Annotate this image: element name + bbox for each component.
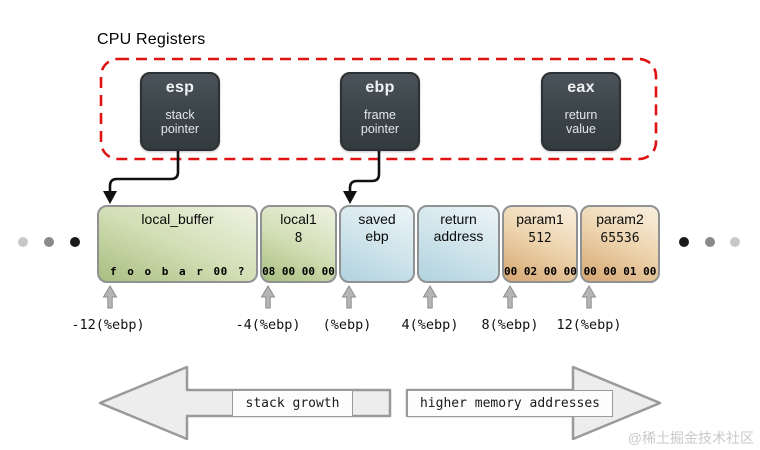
ellipsis-dot: [44, 237, 54, 247]
cell-bytes: 00 02 00 00: [504, 265, 577, 278]
stack-growth-text: stack growth: [245, 396, 340, 411]
stack-cell-param1: param1 512 00 02 00 00: [502, 205, 578, 283]
watermark: @稀土掘金技术社区: [627, 430, 754, 446]
up-arrow-icon: [581, 285, 597, 309]
stack-cell-saved-ebp: saved ebp: [339, 205, 415, 283]
cell-bytes: f o o b a r 00 ?: [110, 265, 245, 278]
ebp-connector-line: [348, 151, 381, 192]
stack-cell-local-buffer: local_buffer f o o b a r 00 ?: [97, 205, 258, 283]
cell-label: param2: [596, 211, 644, 227]
register-name: ebp: [365, 79, 395, 96]
up-arrow-icon: [102, 285, 118, 309]
up-arrow-icon: [502, 285, 518, 309]
register-esp: esp stack pointer: [140, 72, 220, 151]
ellipsis-dot: [679, 237, 689, 247]
cell-value: 8: [294, 230, 303, 246]
higher-memory-label: higher memory addresses: [407, 390, 613, 417]
cell-value: 65536: [600, 230, 640, 246]
up-arrow-icon: [341, 285, 357, 309]
up-arrow-icon: [422, 285, 438, 309]
cell-bytes: 08 00 00 00: [262, 265, 335, 278]
higher-memory-text: higher memory addresses: [419, 396, 600, 411]
page-title: CPU Registers: [97, 31, 206, 48]
offset-label-ebp: (%ebp): [322, 317, 372, 333]
esp-connector-line: [108, 151, 180, 192]
esp-down-arrow-icon: [103, 191, 117, 204]
cell-value: 512: [528, 230, 552, 246]
ellipsis-dot: [70, 237, 80, 247]
cell-label: local1: [280, 211, 317, 227]
offset-label-plus4: 4(%ebp): [401, 317, 459, 333]
ellipsis-dot: [18, 237, 28, 247]
stack-cell-local1: local1 8 08 00 00 00: [260, 205, 337, 283]
register-name: esp: [165, 79, 195, 96]
offset-label-minus4: -4(%ebp): [235, 317, 301, 333]
cell-pointer-up-arrows: [102, 285, 597, 309]
stack-cell-param2: param2 65536 00 00 01 00: [580, 205, 660, 283]
offset-label-plus12: 12(%ebp): [556, 317, 622, 333]
offset-label-plus8: 8(%ebp): [481, 317, 539, 333]
offset-label-minus12: -12(%ebp): [71, 317, 145, 333]
ellipsis-dot: [730, 237, 740, 247]
ebp-down-arrow-icon: [343, 191, 357, 204]
register-eax: eax return value: [541, 72, 621, 151]
cell-label: param1: [516, 211, 564, 227]
cell-label: saved ebp: [358, 211, 396, 244]
stack-growth-label: stack growth: [232, 390, 353, 417]
cell-label: local_buffer: [141, 211, 214, 227]
register-role: frame pointer: [360, 108, 400, 137]
register-role: stack pointer: [160, 108, 200, 137]
register-role: return value: [564, 108, 598, 137]
cell-label: return address: [433, 211, 484, 244]
register-ebp: ebp frame pointer: [340, 72, 420, 151]
stack-cell-return-address: return address: [417, 205, 500, 283]
up-arrow-icon: [260, 285, 276, 309]
ellipsis-dot: [705, 237, 715, 247]
register-name: eax: [567, 79, 595, 96]
cell-bytes: 00 00 01 00: [583, 265, 657, 278]
